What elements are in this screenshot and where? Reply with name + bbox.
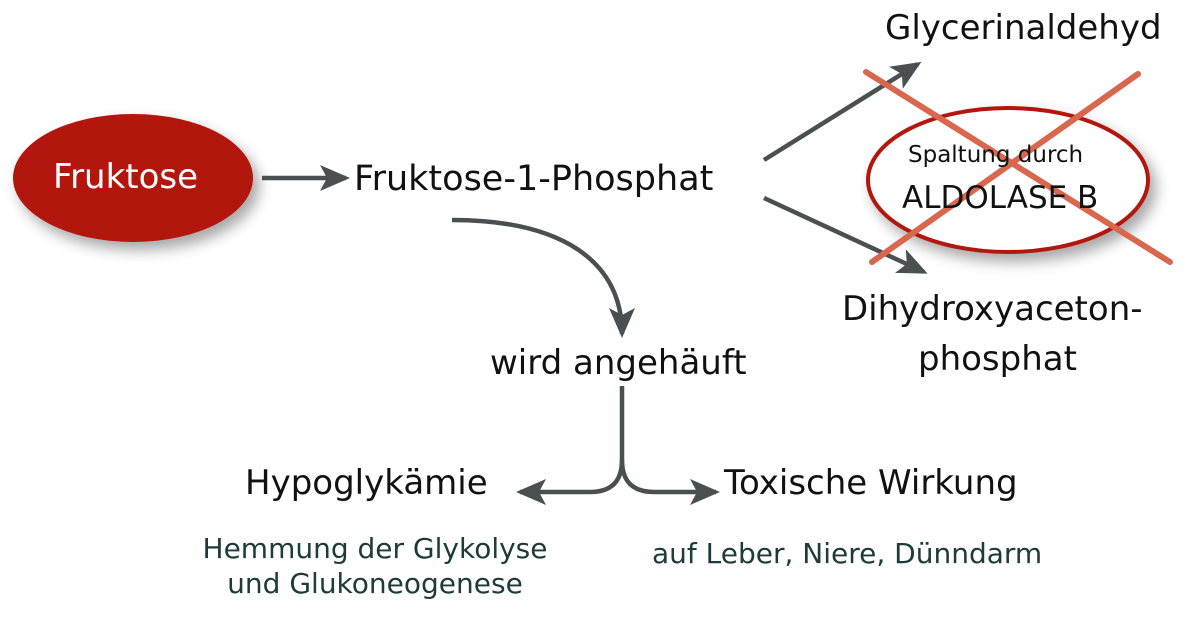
node-hypoglykaemie: Hypoglykämie xyxy=(245,463,488,503)
arrow-to-angehaeuft xyxy=(451,217,635,338)
node-wird-angehaeuft: wird angehäuft xyxy=(490,343,747,383)
arrow-to-toxisch xyxy=(619,459,720,505)
subtext-hemmung: Hemmung der Glykolyse und Glukoneogenese xyxy=(170,531,580,601)
cross-line-2 xyxy=(869,71,1141,265)
node-fruktose: Fruktose xyxy=(53,157,199,197)
fruktose-ellipse xyxy=(13,114,253,242)
node-dhap-line1: Dihydroxyaceton- xyxy=(842,289,1143,329)
arrow-to-dhap xyxy=(763,195,928,275)
arrow-to-hypoglykaemie xyxy=(516,386,625,505)
node-toxische-wirkung: Toxische Wirkung xyxy=(724,463,1018,503)
arrow-to-glyceraldehyd xyxy=(762,61,922,162)
node-fruktose-1-phosphat: Fruktose-1-Phosphat xyxy=(354,159,714,199)
node-glyceraldehyd: Glycerinaldehyd xyxy=(885,8,1162,48)
aldolase-label-line2: ALDOLASE B xyxy=(902,180,1099,216)
cross-line-1 xyxy=(863,69,1173,265)
aldolase-label-line1: Spaltung durch xyxy=(908,142,1084,168)
subtext-hemmung-line2: und Glukoneogenese xyxy=(227,567,523,600)
subtext-organe: auf Leber, Niere, Dünndarm xyxy=(652,537,1043,570)
subtext-hemmung-line1: Hemmung der Glykolyse xyxy=(202,532,548,565)
node-dhap-line2: phosphat xyxy=(918,339,1077,379)
